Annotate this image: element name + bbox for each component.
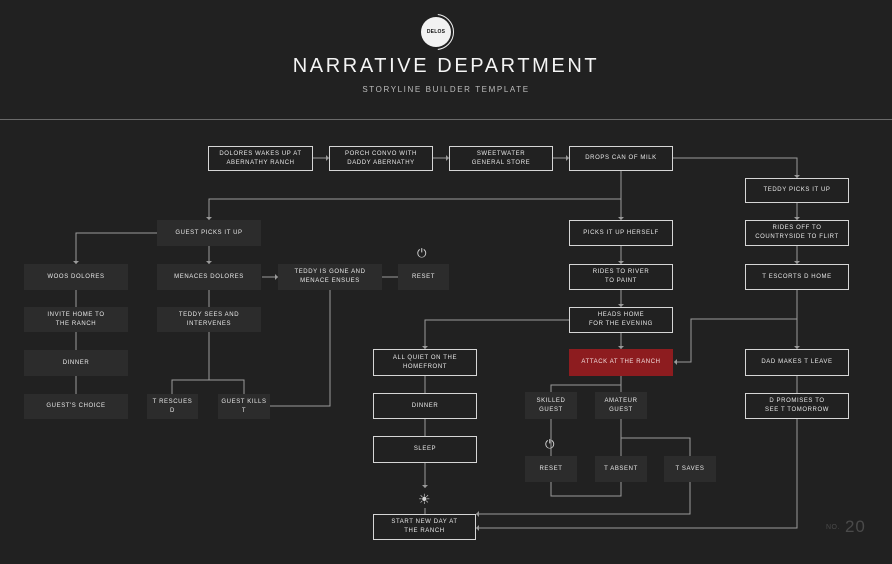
node-dolores-wakes: DOLORES WAKES UP AT ABERNATHY RANCH xyxy=(208,146,313,171)
node-guest-kills: GUEST KILLS T xyxy=(218,394,270,419)
node-teddy-gone: TEDDY IS GONE AND MENACE ENSUES xyxy=(278,264,382,290)
page-title: NARRATIVE DEPARTMENT xyxy=(292,55,600,77)
power-icon: ⏻ xyxy=(545,437,555,451)
node-dinner-mid: DINNER xyxy=(373,393,477,419)
node-reset-top: RESET xyxy=(398,264,449,290)
page-number-label: NO. xyxy=(826,524,840,532)
delos-logo: DELOS xyxy=(421,17,451,47)
node-woos: WOOS DOLORES xyxy=(24,264,128,290)
header-divider xyxy=(0,119,892,120)
node-escorts: T ESCORTS D HOME xyxy=(745,264,849,290)
node-picks-herself: PICKS IT UP HERSELF xyxy=(569,220,673,246)
node-rides-off: RIDES OFF TO COUNTRYSIDE TO FLIRT xyxy=(745,220,849,246)
node-all-quiet: ALL QUIET ON THE HOMEFRONT xyxy=(373,349,477,376)
node-invite-home: INVITE HOME TO THE RANCH xyxy=(24,307,128,332)
page-number-value: 20 xyxy=(844,517,866,536)
node-t-absent: T ABSENT xyxy=(595,456,647,482)
node-t-saves: T SAVES xyxy=(664,456,716,482)
power-icon: ⏻ xyxy=(417,246,427,260)
sun-icon: ☀ xyxy=(418,491,431,507)
node-d-promises: D PROMISES TO SEE T TOMORROW xyxy=(745,393,849,419)
node-sleep: SLEEP xyxy=(373,436,477,463)
node-menaces: MENACES DOLORES xyxy=(157,264,261,290)
node-reset-bottom: RESET xyxy=(525,456,577,482)
node-dad-makes: DAD MAKES T LEAVE xyxy=(745,349,849,376)
node-teddy-sees: TEDDY SEES AND INTERVENES xyxy=(157,307,261,332)
node-drops-milk: DROPS CAN OF MILK xyxy=(569,146,673,171)
page-number: NO. 20 xyxy=(826,517,866,537)
node-skilled: SKILLED GUEST xyxy=(525,392,577,419)
node-guests-choice: GUEST'S CHOICE xyxy=(24,394,128,419)
node-teddy-picks: TEDDY PICKS IT UP xyxy=(745,178,849,203)
node-sweetwater: SWEETWATER GENERAL STORE xyxy=(449,146,553,171)
node-heads-home: HEADS HOME FOR THE EVENING xyxy=(569,307,673,333)
node-attack: ATTACK AT THE RANCH xyxy=(569,349,673,376)
node-dinner-left: DINNER xyxy=(24,350,128,376)
node-amateur: AMATEUR GUEST xyxy=(595,392,647,419)
node-guest-picks: GUEST PICKS IT UP xyxy=(157,220,261,246)
node-t-rescues: T RESCUES D xyxy=(147,394,198,419)
node-start-new: START NEW DAY AT THE RANCH xyxy=(373,514,476,540)
page-subtitle: STORYLINE BUILDER TEMPLATE xyxy=(362,85,530,94)
node-rides-river: RIDES TO RIVER TO PAINT xyxy=(569,264,673,290)
node-porch-convo: PORCH CONVO WITH DADDY ABERNATHY xyxy=(329,146,433,171)
